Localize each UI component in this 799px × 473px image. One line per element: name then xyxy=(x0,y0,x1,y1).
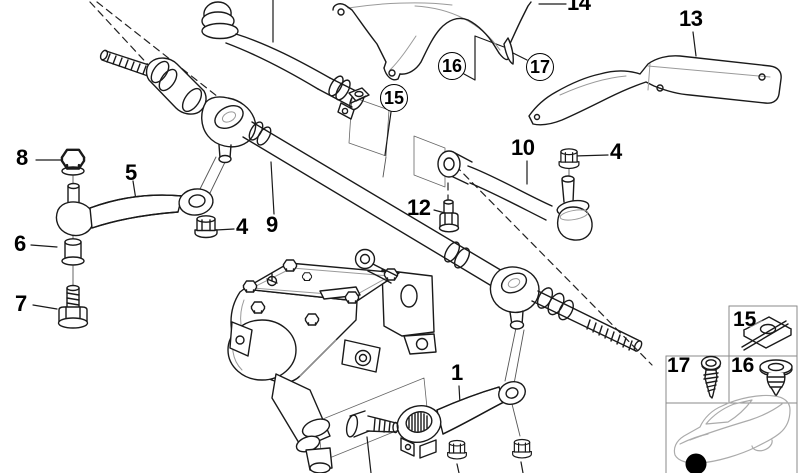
tie-rod-right-drawing xyxy=(437,150,593,241)
callout-13[interactable]: 13 xyxy=(679,6,703,31)
bushing-6-drawing xyxy=(61,238,85,266)
circled-callout-15[interactable]: 15 xyxy=(380,84,408,112)
inset-box xyxy=(665,305,798,473)
callout-12[interactable]: 12 xyxy=(407,195,431,220)
callout-7[interactable]: 7 xyxy=(15,291,27,316)
bracket-drawing xyxy=(528,55,782,126)
car-location-thumbnail xyxy=(673,394,791,473)
bolt-7-drawing xyxy=(57,284,89,329)
drag-link-drawing xyxy=(99,49,643,352)
inset-label-15[interactable]: 15 xyxy=(733,308,757,331)
callout-9[interactable]: 9 xyxy=(266,212,278,237)
callout-4-left[interactable]: 4 xyxy=(236,214,248,239)
nut-4-left-drawing xyxy=(194,215,218,239)
heat-shield-drawing xyxy=(332,1,532,81)
nut-8-drawing xyxy=(60,148,86,176)
callout-14[interactable]: 14 xyxy=(567,0,591,15)
clip-on-tab-drawing xyxy=(348,87,370,104)
callout-4-right[interactable]: 4 xyxy=(610,139,622,164)
inset-label-17[interactable]: 17 xyxy=(667,354,691,377)
tie-rod-upper-drawing xyxy=(201,1,365,120)
circled-callout-17[interactable]: 17 xyxy=(526,53,554,81)
speed-nut-clip-drawing xyxy=(741,316,792,351)
steering-arm-left-drawing xyxy=(55,182,214,237)
location-dot xyxy=(685,453,707,473)
bolt-12-drawing xyxy=(438,199,460,233)
nut-under-clamp-drawing xyxy=(447,439,467,460)
pitman-arm-drawing xyxy=(345,380,526,459)
leader-lines xyxy=(30,0,697,473)
screw-drawing xyxy=(700,355,722,399)
steering-gear-drawing xyxy=(227,248,437,473)
callout-6[interactable]: 6 xyxy=(14,231,26,256)
nut-under-eye-drawing xyxy=(512,438,532,459)
nut-4-right-drawing xyxy=(558,148,580,170)
callout-1[interactable]: 1 xyxy=(451,360,463,385)
callout-10[interactable]: 10 xyxy=(511,135,535,160)
inset-label-16[interactable]: 16 xyxy=(731,354,755,377)
circled-callout-16[interactable]: 16 xyxy=(438,52,466,80)
callout-8[interactable]: 8 xyxy=(16,145,28,170)
callout-5[interactable]: 5 xyxy=(125,160,137,185)
expansion-rivet-drawing xyxy=(759,359,793,397)
